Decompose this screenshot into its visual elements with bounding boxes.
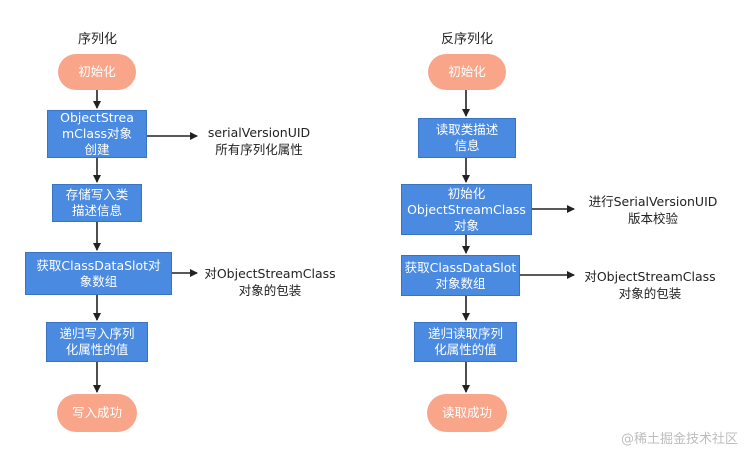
right-node-slot: 获取ClassDataSlot 对象数组 [401, 255, 520, 296]
watermark: @稀土掘金技术社区 [620, 432, 738, 447]
right-node-done: 读取成功 [427, 394, 507, 432]
right-node-read: 读取类描述 信息 [418, 118, 516, 158]
left-note-wrap: 对ObjectStreamClass 对象的包装 [204, 266, 336, 298]
right-column-title: 反序列化 [441, 32, 494, 47]
left-node-write: 递归写入序列 化属性的值 [46, 322, 148, 362]
left-column-title: 序列化 [78, 32, 118, 47]
left-note-uid: serialVersionUID 所有序列化属性 [207, 125, 311, 157]
left-node-osc: ObjectStrea mClass对象 创建 [47, 110, 147, 158]
right-note-wrap: 对ObjectStreamClass 对象的包装 [584, 269, 716, 301]
left-node-init: 初始化 [58, 54, 136, 90]
right-node-readvals: 递归读取序列 化属性的值 [414, 322, 517, 362]
right-node-osc: 初始化 ObjectStreamClass 对象 [401, 184, 532, 235]
right-note-verify: 进行SerialVersionUID 版本校验 [588, 194, 718, 226]
left-node-slot: 获取ClassDataSlot对 象数组 [25, 252, 172, 295]
left-node-store: 存储写入类 描述信息 [52, 184, 142, 222]
right-node-init: 初始化 [428, 54, 506, 90]
left-node-done: 写入成功 [57, 394, 137, 432]
